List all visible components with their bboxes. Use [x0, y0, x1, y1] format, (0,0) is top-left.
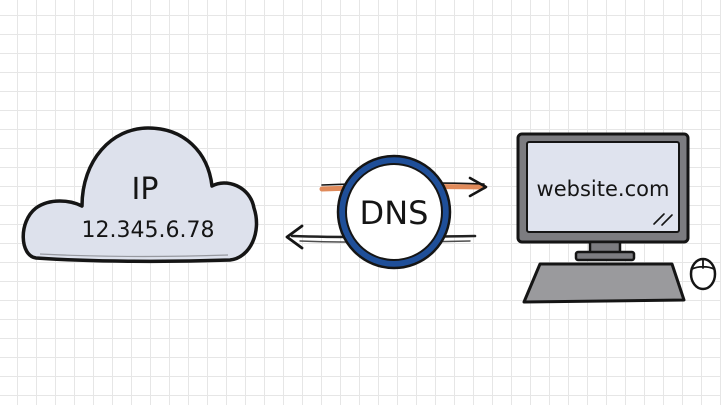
screen-glare [653, 213, 673, 226]
monitor-screen [526, 141, 680, 233]
cloud-shape [21, 126, 259, 264]
arrow-to-computer-head [468, 176, 488, 198]
dns-node: DNS [336, 154, 452, 270]
monitor-base [574, 250, 636, 262]
dns-label: DNS [360, 194, 429, 232]
ip-cloud: IP 12.345.6.78 [21, 126, 259, 264]
keyboard [522, 262, 686, 304]
keyboard-edge [523, 299, 685, 303]
mouse [689, 257, 717, 291]
ip-address: 12.345.6.78 [82, 218, 215, 243]
cloud-inner-stroke [39, 253, 229, 257]
cloud-title: IP [132, 172, 159, 207]
dns-inner-circle [345, 163, 443, 261]
arrow-to-cloud-head [285, 224, 304, 250]
computer: website.com [516, 132, 717, 304]
screen-url: website.com [537, 177, 670, 201]
mouse-button-line [691, 258, 715, 270]
